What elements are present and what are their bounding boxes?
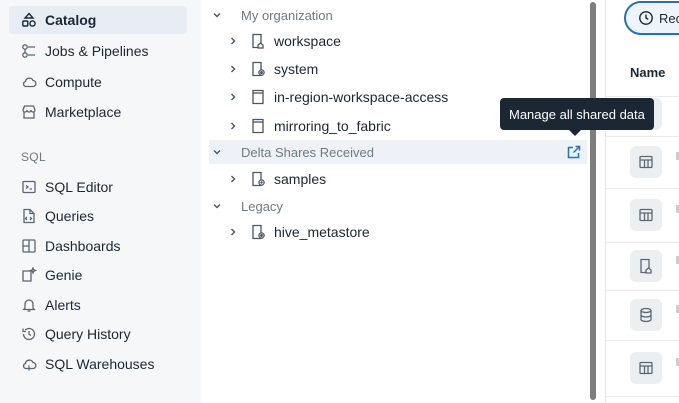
tree-group-label: Legacy [241, 198, 283, 214]
nav-item-alerts[interactable]: Alerts [9, 291, 187, 319]
recents-button[interactable]: Rec [624, 1, 679, 35]
nav-label: Queries [45, 208, 95, 224]
nav-label: Jobs & Pipelines [45, 43, 149, 59]
nav-item-query-history[interactable]: Query History [9, 320, 187, 348]
nav-item-marketplace[interactable]: Marketplace [9, 98, 187, 126]
truncated-text [676, 152, 679, 160]
catalog-details-pane: Rec Name [605, 0, 679, 403]
external-link-icon[interactable] [565, 143, 583, 161]
truncated-text [676, 205, 679, 213]
tree-group-delta-shares-received[interactable]: Delta Shares Received [209, 140, 587, 164]
history-icon [21, 326, 37, 342]
catalog-icon [21, 12, 37, 28]
catalog-icon [250, 118, 266, 134]
tree-group-legacy[interactable]: Legacy [209, 194, 587, 218]
jobs-icon [21, 43, 37, 59]
workspace-catalog-icon [630, 250, 662, 282]
nav-item-dashboards[interactable]: Dashboards [9, 232, 187, 260]
cloud-icon [21, 74, 37, 90]
table-icon [630, 146, 662, 178]
workspace-catalog-icon [250, 33, 266, 49]
nav-label: Compute [45, 74, 102, 90]
catalog-tree: My organization workspace system [201, 0, 605, 403]
truncated-text [676, 256, 679, 264]
warehouse-icon [21, 356, 37, 372]
shared-catalog-icon [250, 171, 266, 187]
chevron-right-icon[interactable] [225, 33, 241, 49]
catalog-icon [250, 89, 266, 105]
nav-item-genie[interactable]: Genie [9, 261, 187, 289]
tree-item-label: workspace [274, 33, 341, 49]
tree-item-label: mirroring_to_fabric [274, 118, 391, 134]
clock-icon [638, 10, 654, 26]
row-divider [606, 290, 679, 291]
row-divider [606, 396, 679, 397]
tree-item-label: samples [274, 171, 327, 187]
tree-group-label: My organization [241, 7, 333, 23]
truncated-text [676, 358, 679, 366]
tree-item-label: system [274, 61, 319, 77]
system-catalog-icon [250, 61, 266, 77]
row-divider [606, 188, 679, 189]
chevron-right-icon[interactable] [225, 118, 241, 134]
table-icon [630, 199, 662, 231]
nav-label: Query History [45, 326, 131, 342]
tree-item-label: hive_metastore [274, 224, 370, 240]
tree-group-label: Delta Shares Received [241, 144, 374, 160]
tree-group-my-organization[interactable]: My organization [209, 3, 587, 27]
row-divider [606, 136, 679, 137]
nav-item-queries[interactable]: Queries [9, 202, 187, 230]
tree-item-in-region-workspace-access[interactable]: in-region-workspace-access [209, 85, 587, 109]
tree-item-workspace[interactable]: workspace [209, 29, 587, 53]
chevron-right-icon[interactable] [225, 224, 241, 240]
nav-label: Alerts [45, 297, 81, 313]
nav-item-sql-editor[interactable]: SQL Editor [9, 173, 187, 201]
nav-label: Dashboards [45, 238, 121, 254]
chevron-down-icon[interactable] [209, 7, 225, 23]
tree-item-mirroring-to-fabric[interactable]: mirroring_to_fabric [209, 114, 587, 138]
chevron-down-icon[interactable] [209, 144, 225, 160]
tree-item-hive-metastore[interactable]: hive_metastore [209, 220, 587, 244]
chevron-right-icon[interactable] [225, 89, 241, 105]
nav-item-catalog[interactable]: Catalog [9, 6, 187, 34]
nav-item-compute[interactable]: Compute [9, 68, 187, 96]
tree-item-label: in-region-workspace-access [274, 89, 449, 105]
row-divider [606, 242, 679, 243]
table-icon [630, 352, 662, 384]
nav-item-jobs-pipelines[interactable]: Jobs & Pipelines [9, 37, 187, 65]
row-divider [606, 96, 679, 97]
genie-icon [21, 267, 37, 283]
bell-icon [21, 297, 37, 313]
nav-label: Genie [45, 267, 83, 283]
chevron-down-icon[interactable] [209, 198, 225, 214]
queries-icon [21, 208, 37, 224]
nav-label: Marketplace [45, 104, 122, 120]
left-nav: Catalog Jobs & Pipelines Compute Marketp… [0, 0, 201, 403]
chevron-right-icon[interactable] [225, 171, 241, 187]
tooltip-arrow [569, 130, 581, 136]
tree-item-samples[interactable]: samples [209, 167, 587, 191]
manage-shared-data-tooltip: Manage all shared data [500, 98, 654, 130]
recents-label: Rec [659, 10, 679, 26]
system-catalog-icon [250, 224, 266, 240]
nav-label: SQL Warehouses [45, 356, 155, 372]
sql-editor-icon [21, 179, 37, 195]
database-icon [630, 299, 662, 331]
nav-label: SQL Editor [45, 179, 113, 195]
nav-item-sql-warehouses[interactable]: SQL Warehouses [9, 350, 187, 378]
marketplace-icon [21, 104, 37, 120]
truncated-text [676, 305, 679, 313]
nav-label: Catalog [45, 12, 97, 28]
row-divider [606, 340, 679, 341]
nav-section-sql: SQL [21, 150, 46, 164]
tree-scrollbar[interactable] [590, 2, 596, 400]
name-column-header[interactable]: Name [630, 65, 666, 80]
tree-item-system[interactable]: system [209, 57, 587, 81]
chevron-right-icon[interactable] [225, 61, 241, 77]
dashboards-icon [21, 238, 37, 254]
